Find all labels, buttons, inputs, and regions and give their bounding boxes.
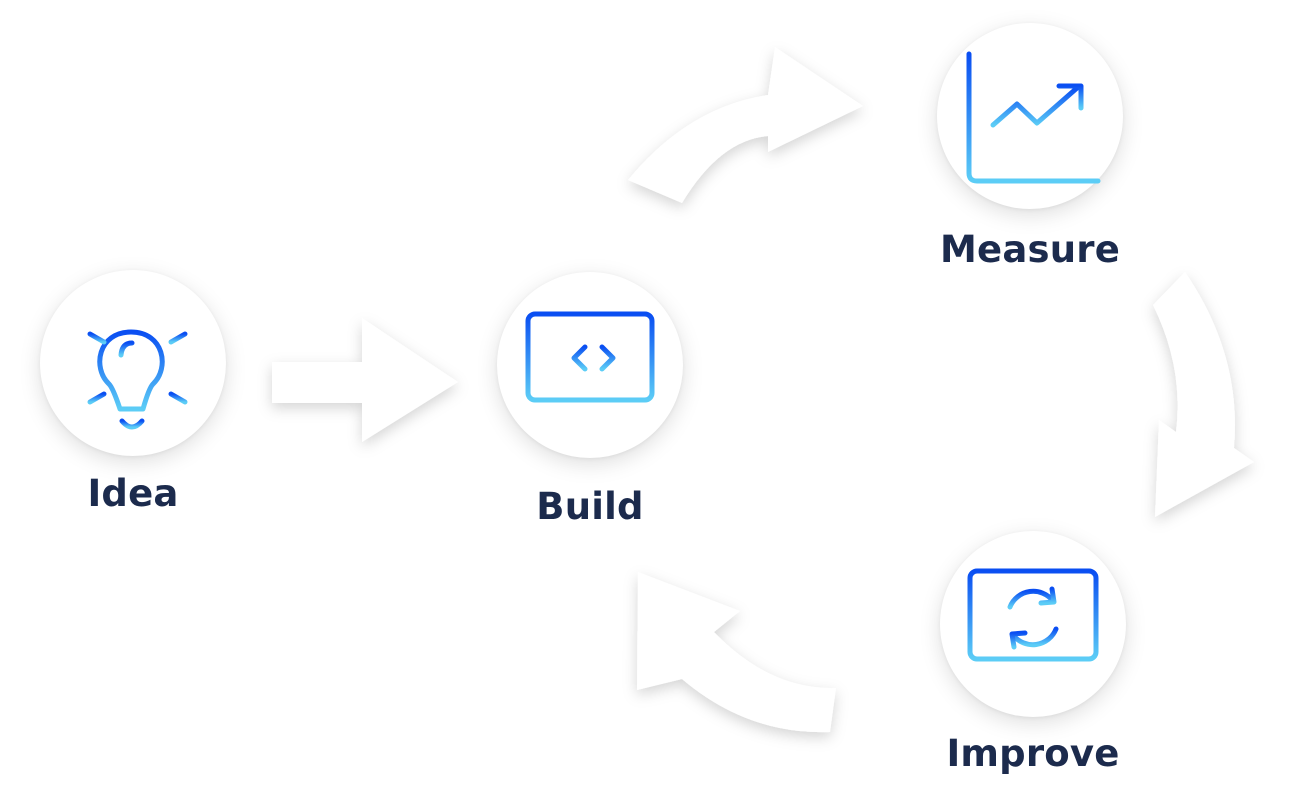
idea-node	[40, 270, 226, 456]
measure-node	[937, 23, 1123, 209]
measure-label: Measure	[940, 228, 1120, 271]
arrow-measure-to-improve	[1153, 272, 1254, 517]
arrow-idea-to-build	[272, 318, 458, 442]
build-label: Build	[536, 485, 644, 528]
arrow-improve-to-build	[637, 572, 836, 733]
monitor-code-icon	[525, 311, 655, 426]
lightbulb-icon	[71, 329, 202, 430]
monitor-refresh-icon	[967, 568, 1099, 685]
arrow-build-to-measure	[628, 47, 863, 203]
improve-label: Improve	[946, 732, 1120, 775]
improve-node	[940, 531, 1126, 717]
idea-label: Idea	[87, 472, 179, 515]
growth-chart-icon	[966, 51, 1101, 184]
build-node	[497, 272, 683, 458]
